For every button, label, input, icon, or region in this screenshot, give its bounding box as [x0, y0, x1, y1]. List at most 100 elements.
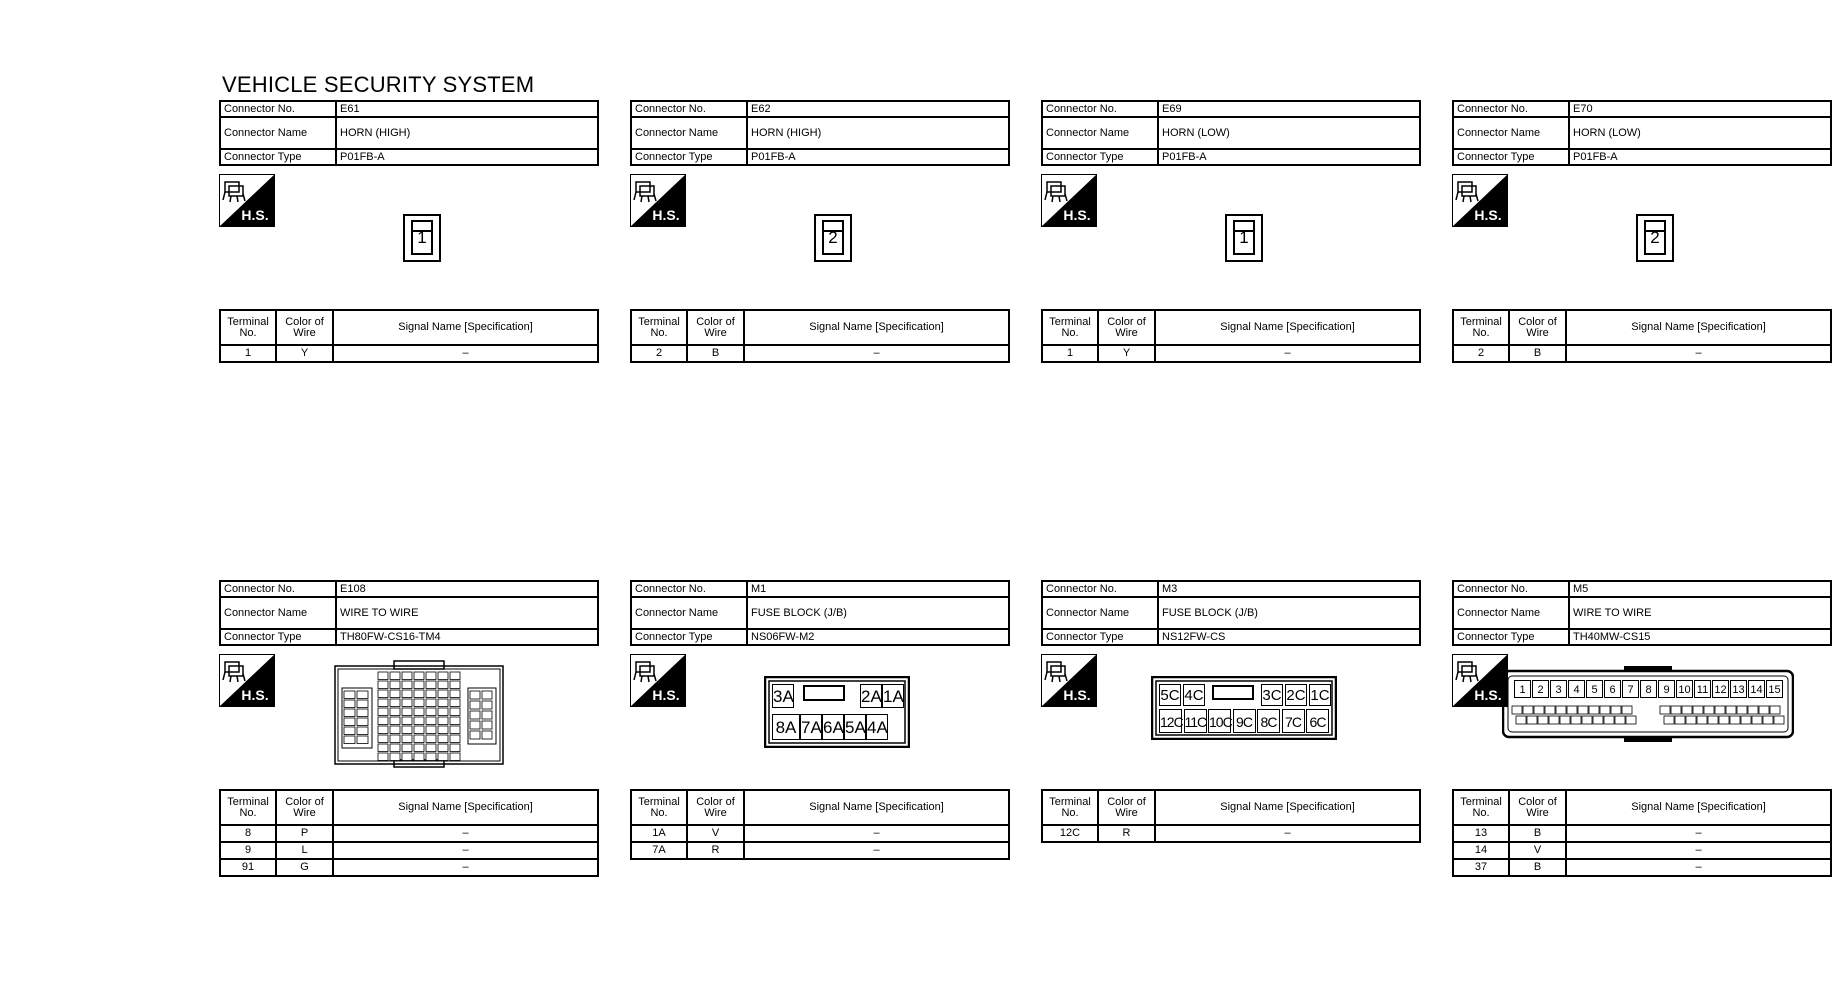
connector-name-label: Connector Name [630, 116, 748, 150]
color-of-wire-header: Color of Wire [1508, 309, 1567, 346]
cavity: 4A [866, 714, 888, 740]
connector-type-label: Connector Type [219, 148, 337, 166]
harness-side-icon: H.S. [630, 174, 686, 227]
connector-no-label: Connector No. [219, 100, 337, 118]
cavity: 9 [1658, 680, 1675, 698]
terminal-no-header: Terminal No. [1041, 309, 1099, 346]
terminal-no: 37 [1452, 858, 1510, 877]
wire-color: Y [275, 344, 334, 363]
connector-no-label: Connector No. [1041, 580, 1159, 598]
connector-no-label: Connector No. [630, 580, 748, 598]
wire-color: R [686, 841, 745, 860]
connector-no-value: M5 [1568, 580, 1832, 598]
connector-type-label: Connector Type [1452, 628, 1570, 646]
color-of-wire-header: Color of Wire [275, 789, 334, 826]
wire-color: B [1508, 344, 1567, 363]
connector-name-value: FUSE BLOCK (J/B) [746, 596, 1010, 630]
connector-name-label: Connector Name [1041, 596, 1159, 630]
cavity: 10C [1208, 709, 1233, 733]
signal-name-header: Signal Name [Specification] [1154, 789, 1421, 826]
connector-type-value: NS12FW-CS [1157, 628, 1421, 646]
terminal-no: 12C [1041, 824, 1099, 843]
signal-name-header: Signal Name [Specification] [743, 789, 1010, 826]
connector-name-value: WIRE TO WIRE [335, 596, 599, 630]
pin-number: 1 [1239, 228, 1249, 247]
terminal-no: 1A [630, 824, 688, 843]
cavity: 7A [800, 714, 822, 740]
connector-diagram: H.S.2 [630, 166, 1010, 309]
cavity: 14 [1748, 680, 1765, 698]
terminal-no-header: Terminal No. [630, 309, 688, 346]
cavity: 5C [1159, 684, 1181, 706]
signal-name-header: Signal Name [Specification] [1154, 309, 1421, 346]
cavity: 11 [1694, 680, 1711, 698]
connector-type-label: Connector Type [219, 628, 337, 646]
signal-name: – [332, 824, 599, 843]
connector-type-value: TH40MW-CS15 [1568, 628, 1832, 646]
connector-no-label: Connector No. [1452, 580, 1570, 598]
terminal-no-header: Terminal No. [219, 309, 277, 346]
signal-name-header: Signal Name [Specification] [1565, 309, 1832, 346]
page-title: VEHICLE SECURITY SYSTEM [222, 72, 535, 97]
pin-number: 1 [417, 228, 427, 247]
connector-no-label: Connector No. [219, 580, 337, 598]
hs-label: H.S. [1474, 207, 1501, 223]
connector-type-value: P01FB-A [1568, 148, 1832, 166]
cavity: 6A [822, 714, 844, 740]
color-of-wire-header: Color of Wire [686, 309, 745, 346]
harness-side-icon: H.S. [1452, 654, 1508, 707]
hs-label: H.S. [652, 207, 679, 223]
signal-name: – [743, 841, 1010, 860]
connector-no-value: M3 [1157, 580, 1421, 598]
signal-name: – [743, 344, 1010, 363]
cavity: 4C [1183, 684, 1205, 706]
connector-no-value: E70 [1568, 100, 1832, 118]
connector-name-value: HORN (LOW) [1157, 116, 1421, 150]
cavity: 3A [772, 684, 794, 708]
wire-color: P [275, 824, 334, 843]
harness-side-icon: H.S. [1041, 174, 1097, 227]
connector-face-single-pin: 2 [1636, 214, 1674, 262]
hs-label: H.S. [652, 687, 679, 703]
connector-no-value: M1 [746, 580, 1010, 598]
cavity: 12C [1159, 709, 1184, 733]
cavity: 7C [1281, 709, 1305, 733]
connector-no-label: Connector No. [1452, 100, 1570, 118]
signal-name: – [1565, 824, 1832, 843]
connector-name-value: WIRE TO WIRE [1568, 596, 1832, 630]
wire-color: V [686, 824, 745, 843]
connector-name-value: HORN (HIGH) [746, 116, 1010, 150]
connector-face-single-pin: 1 [1225, 214, 1263, 262]
cavity: 1A [882, 684, 904, 708]
wire-color: B [1508, 858, 1567, 877]
cavity: 9C [1232, 709, 1256, 733]
connector-no-value: E61 [335, 100, 599, 118]
terminal-no: 14 [1452, 841, 1510, 860]
signal-name-header: Signal Name [Specification] [332, 789, 599, 826]
terminal-no: 2 [630, 344, 688, 363]
signal-name: – [332, 841, 599, 860]
hs-label: H.S. [1474, 687, 1501, 703]
connector-name-value: FUSE BLOCK (J/B) [1157, 596, 1421, 630]
terminal-no: 91 [219, 858, 277, 877]
